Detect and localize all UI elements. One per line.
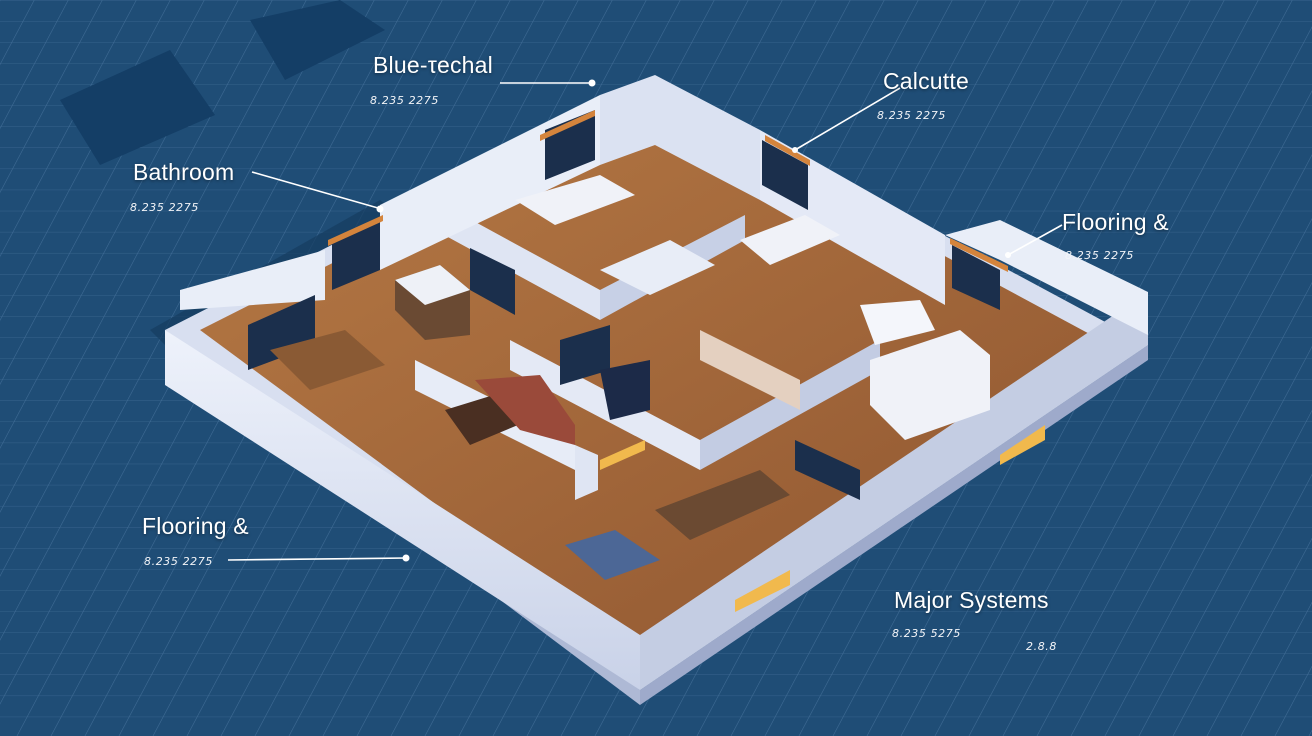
leader-dots [376,79,1011,562]
leader-line [227,557,407,561]
backdrop-block [250,0,385,80]
window [762,140,808,210]
island-top [395,265,470,305]
label-title: Bathroom [133,159,235,185]
window [560,325,610,385]
slab-edge [640,345,1148,705]
outer-wall-right [945,220,1148,335]
floor-light [735,570,790,612]
leader-line [794,87,901,151]
bathtub [860,300,935,345]
outer-wall-front-left [165,330,640,690]
window [795,440,860,500]
label-value: 8.235 2275 [1065,249,1134,262]
backdrop-block [60,50,215,165]
leader-dot [402,554,410,562]
accent-wall [475,375,575,445]
partition-wall [700,330,800,410]
floor-light [1000,425,1045,465]
outer-wall-left [180,250,325,310]
kitchen-counter [515,175,635,225]
leader-lines [227,82,1063,561]
sofa [740,215,840,265]
label-title: Flooring & [1062,209,1169,235]
label-extra: 2.8.8 [1026,640,1057,653]
window [952,245,1000,310]
dining-table [270,330,385,390]
partition-wall [575,445,598,500]
label-title: Blue-τechal [373,52,493,78]
floor-light [600,440,645,470]
label-title: Major Systems [894,587,1049,613]
leader-dot [588,79,596,87]
cabinet [600,360,650,420]
outer-wall-back-corner [600,75,760,200]
label-title: Calcutte [883,68,969,94]
wall-trim [540,110,595,141]
label-value: 8.235 2275 [130,201,199,214]
kitchen-counter [870,330,990,440]
label-value: 8.235 2275 [877,109,946,122]
label-value: 8.235 5275 [892,627,961,640]
partition-wall [435,200,600,320]
label-title: Flooring & [142,513,249,539]
wall-trim [950,238,1008,272]
dining-table [655,470,790,540]
leader-line [1007,224,1063,256]
label-value: 8.235 2275 [370,94,439,107]
window [470,248,515,315]
wall-trim [765,135,810,166]
leader-dot [376,205,384,213]
sofa [565,530,660,580]
wall-trim [328,215,383,246]
leader-dot [1005,252,1011,258]
label-value: 8.235 2275 [144,555,213,568]
counter [600,240,715,295]
leader-line [251,171,379,209]
leader-dot [792,147,798,153]
partition-wall [510,340,700,470]
